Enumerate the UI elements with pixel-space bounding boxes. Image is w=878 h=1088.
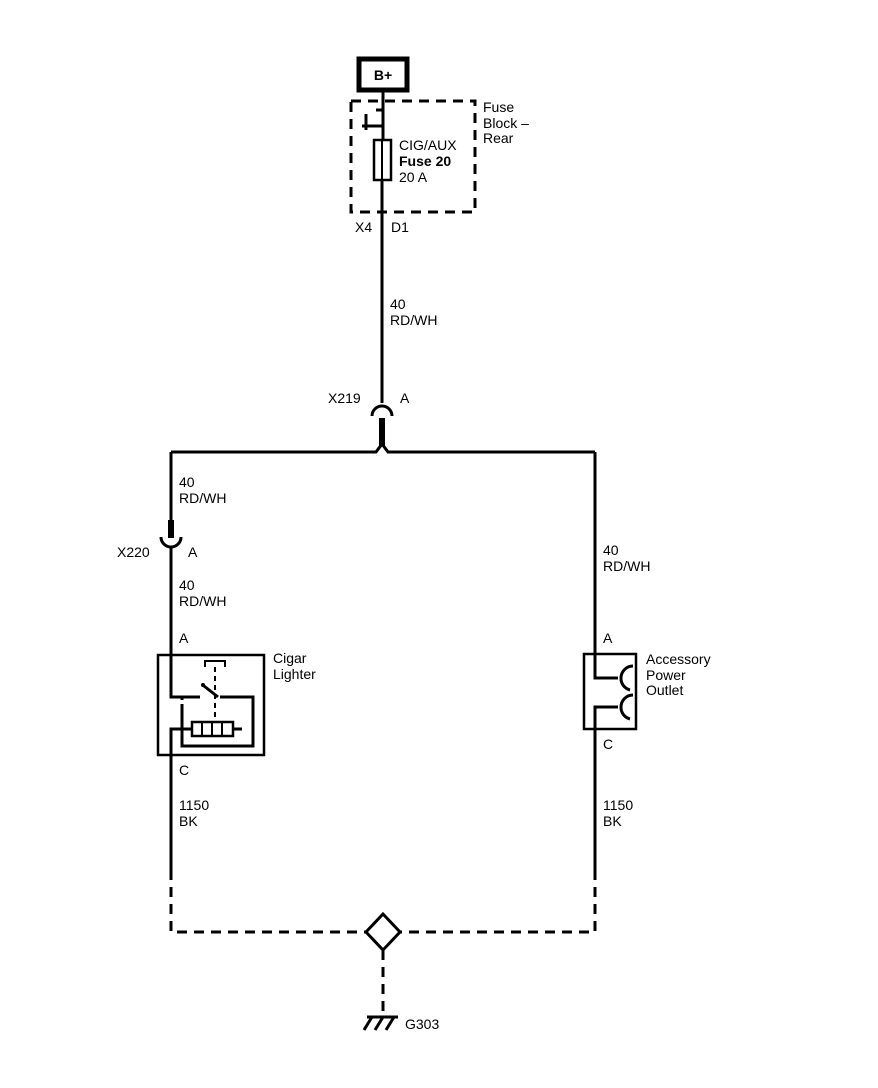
ground-right-color: BK [603, 813, 622, 829]
cigar-lighter-pin-a: A [179, 630, 189, 646]
ground-right-circuit: 1150 [603, 797, 633, 813]
ground-dashed-left [169, 870, 366, 934]
battery-label: B+ [374, 67, 392, 83]
left-upper-color: RD/WH [179, 490, 226, 506]
ground-left-circuit: 1150 [179, 797, 209, 813]
right-color: RD/WH [603, 558, 650, 574]
fuse-block-name-2: Block – [483, 115, 529, 131]
x220-pin: A [188, 544, 198, 560]
x219-name: X219 [328, 390, 361, 406]
outlet-name-2: Power [646, 667, 686, 683]
feed-wire-circuit: 40 [390, 296, 406, 312]
fuse-block: Fuse Block – Rear CIG/AUX Fuse 20 20 A X… [349, 90, 529, 235]
left-lower-color: RD/WH [179, 593, 226, 609]
cigar-lighter-name-1: Cigar [273, 650, 307, 666]
outlet-pin-c: C [603, 736, 613, 752]
splice-bus [171, 441, 595, 454]
connector-x220: X220 A [117, 536, 198, 560]
cigar-lighter-pin-c: C [179, 762, 189, 778]
ground-splice-diamond [363, 911, 403, 953]
accessory-power-outlet: A Accessory Power Outlet C [582, 630, 711, 752]
cigar-lighter: A Cigar Lighter C [156, 630, 316, 778]
ground-symbol: G303 [362, 1015, 439, 1032]
ground-dashed-right [400, 870, 597, 934]
outlet-name-1: Accessory [646, 651, 711, 667]
left-upper-circuit: 40 [179, 474, 195, 490]
fuse-id: Fuse 20 [399, 153, 451, 169]
outlet-name-3: Outlet [646, 682, 683, 698]
connector-x219: X219 A [328, 390, 410, 446]
right-circuit: 40 [603, 542, 619, 558]
cigar-lighter-name-2: Lighter [273, 666, 316, 682]
left-lower-circuit: 40 [179, 577, 195, 593]
ground-left-color: BK [179, 813, 198, 829]
fuse-block-name-1: Fuse [483, 99, 514, 115]
fuse-block-name-3: Rear [483, 130, 514, 146]
fuse-rating: 20 A [399, 169, 428, 185]
x219-pin: A [400, 390, 410, 406]
fuse-block-pin: D1 [391, 219, 409, 235]
fuse-block-connector: X4 [355, 219, 372, 235]
ground-label: G303 [405, 1016, 439, 1032]
battery-b-plus: B+ [356, 56, 410, 93]
feed-wire-color: RD/WH [390, 312, 437, 328]
outlet-pin-a: A [603, 630, 613, 646]
x220-name: X220 [117, 544, 150, 560]
fuse-name: CIG/AUX [399, 137, 457, 153]
